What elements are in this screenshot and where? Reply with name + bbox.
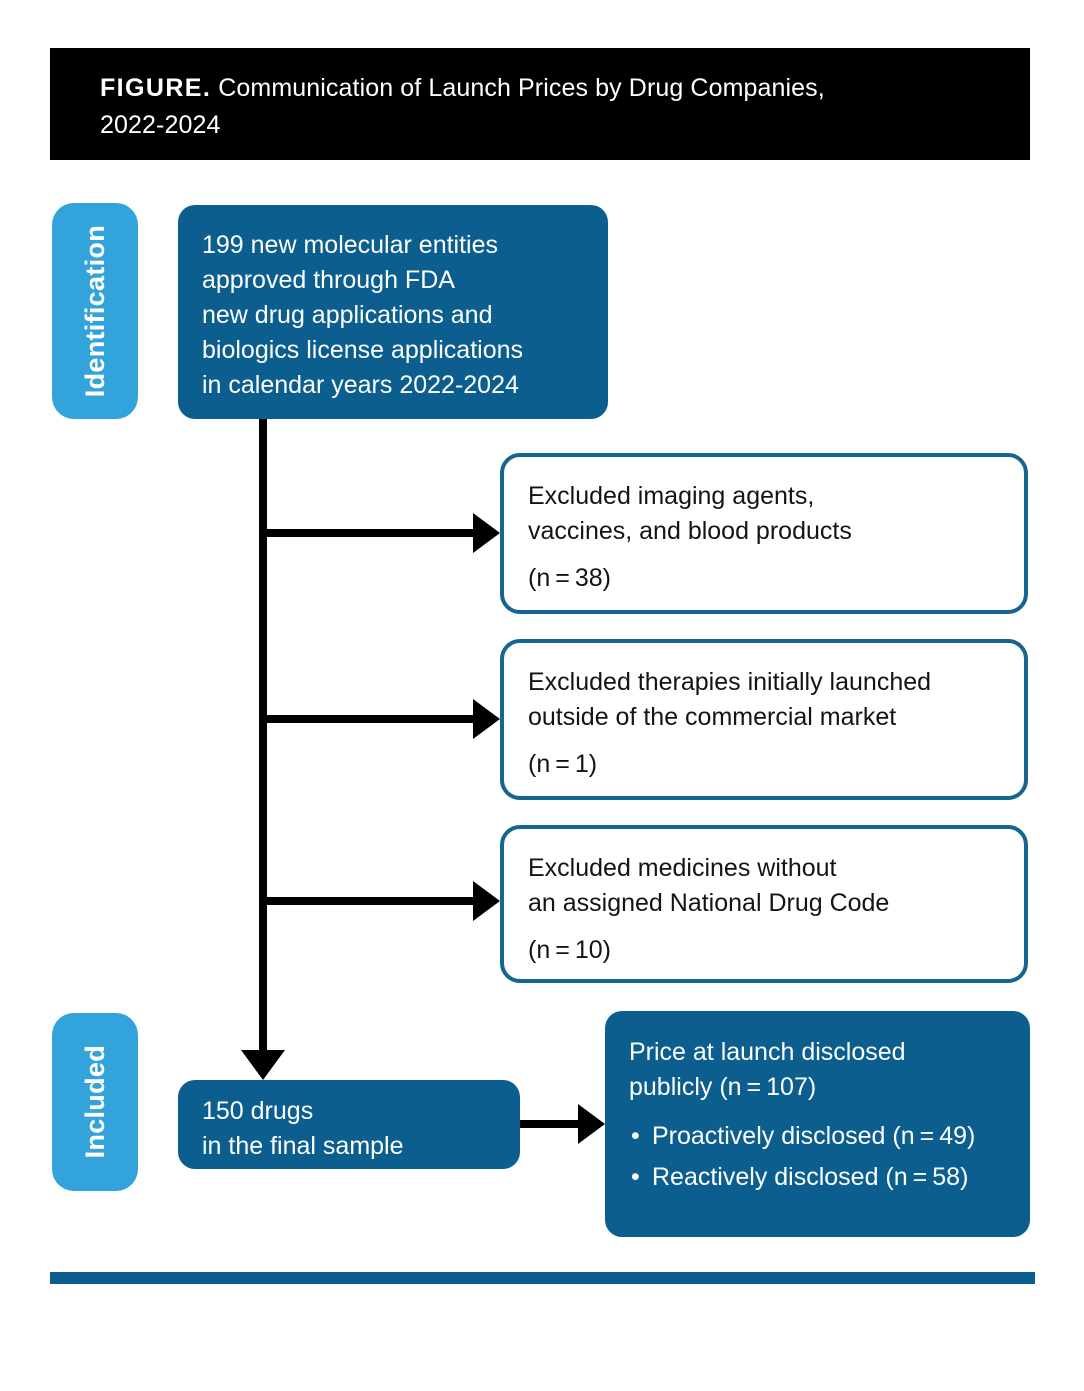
connector-branch-exclusion-2 (259, 715, 477, 723)
figure-header-banner: FIGURE. Communication of Launch Prices b… (50, 48, 1030, 160)
node-final-sample-line-1: 150 drugs (202, 1097, 314, 1125)
connector-final-sample-to-disclosure (520, 1120, 582, 1128)
node-disclosure-line-2: publicly (n = 107) (629, 1073, 817, 1101)
disclosure-bullet-list: Proactively disclosed (n = 49) Reactivel… (629, 1116, 1030, 1198)
figure-label: FIGURE. (100, 74, 212, 102)
node-identification-line-2: approved through FDA (202, 266, 455, 294)
arrowhead-right-icon-1 (473, 513, 500, 553)
node-excluded-no-ndc: Excluded medicines without an assigned N… (500, 825, 1028, 983)
node-excluded-2-line-2: outside of the commercial market (528, 703, 897, 731)
node-excluded-2-line-1: Excluded therapies initially launched (528, 668, 932, 696)
figure-title-line-1: FIGURE. Communication of Launch Prices b… (100, 70, 1030, 107)
connector-branch-exclusion-3 (259, 897, 477, 905)
arrowhead-right-icon-final (578, 1104, 605, 1144)
node-final-sample: 150 drugs in the final sample (178, 1080, 520, 1169)
node-excluded-1-line-1: Excluded imaging agents, (528, 482, 815, 510)
node-identification-line-5: in calendar years 2022-2024 (202, 371, 519, 399)
node-identification-line-4: biologics license applications (202, 336, 524, 364)
node-disclosure-line-1: Price at launch disclosed (629, 1038, 906, 1066)
disclosure-bullet-proactive: Proactively disclosed (n = 49) (629, 1116, 1030, 1157)
figure-title-line-2: 2022-2024 (100, 111, 221, 139)
node-excluded-1-count: (n = 38) (528, 564, 611, 592)
node-identification: 199 new molecular entities approved thro… (178, 205, 608, 419)
stage-tab-included: Included (52, 1013, 138, 1191)
node-excluded-1-line-2: vaccines, and blood products (528, 517, 852, 545)
disclosure-bullet-reactive: Reactively disclosed (n = 58) (629, 1157, 1030, 1198)
stage-tab-included-label: Included (79, 1045, 110, 1159)
node-excluded-3-line-1: Excluded medicines without (528, 854, 837, 882)
node-excluded-3-count: (n = 10) (528, 936, 611, 964)
node-identification-line-1: 199 new molecular entities (202, 231, 498, 259)
arrowhead-right-icon-3 (473, 881, 500, 921)
arrowhead-down-icon (241, 1050, 285, 1080)
node-price-disclosure: Price at launch disclosed publicly (n = … (605, 1011, 1030, 1237)
node-excluded-2-count: (n = 1) (528, 750, 598, 778)
stage-tab-identification-label: Identification (79, 224, 110, 398)
figure-title-text: Communication of Launch Prices by Drug C… (218, 74, 825, 102)
node-excluded-imaging-agents: Excluded imaging agents, vaccines, and b… (500, 453, 1028, 614)
node-identification-line-3: new drug applications and (202, 301, 493, 329)
node-excluded-noncommercial-launch: Excluded therapies initially launched ou… (500, 639, 1028, 800)
stage-tab-identification: Identification (52, 203, 138, 419)
node-final-sample-line-2: in the final sample (202, 1132, 404, 1160)
arrowhead-right-icon-2 (473, 699, 500, 739)
connector-branch-exclusion-1 (259, 529, 477, 537)
connector-vertical-trunk (259, 419, 267, 1056)
footer-rule (50, 1272, 1035, 1284)
node-excluded-3-line-2: an assigned National Drug Code (528, 889, 890, 917)
